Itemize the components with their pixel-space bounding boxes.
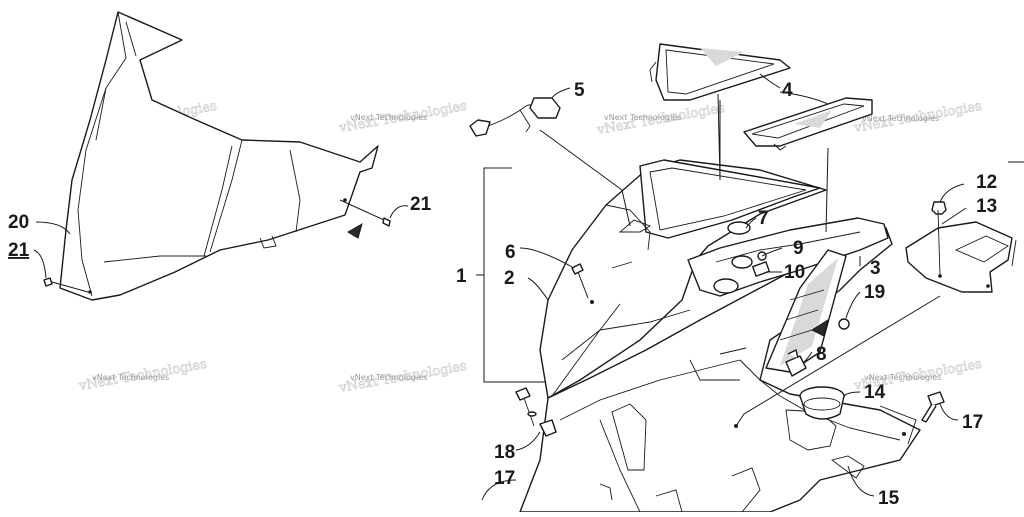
grommet-part [799, 386, 845, 420]
callout-6: 6 [505, 242, 516, 263]
callout-4: 4 [782, 80, 793, 101]
arrow-pointer-icon [810, 318, 829, 337]
callout-9: 9 [793, 238, 804, 259]
leader-lines [481, 73, 1024, 501]
callout-21-right: 21 [410, 194, 432, 215]
watermark-text: vNext Technologies [350, 373, 427, 382]
leader-line [35, 221, 71, 235]
watermark: vNext Technologies vNext Technologies [337, 98, 468, 136]
dash-panel-part [687, 217, 889, 373]
screw-part [43, 277, 89, 293]
callout-21-left: 21 [8, 240, 30, 261]
watermark: vNext Technologies vNext Technologies [337, 358, 468, 396]
callout-20: 20 [8, 212, 29, 233]
fastener-stack-part [515, 387, 557, 437]
callout-18: 18 [494, 442, 515, 463]
switch-part [785, 349, 807, 377]
watermark: vNext Technologies vNext Technologies [595, 100, 726, 138]
hole-icon [986, 284, 990, 288]
watermark-text: vNext Technologies [92, 373, 169, 382]
callout-labels: 1 2 3 4 5 6 7 8 9 10 12 13 14 15 17 17 1… [8, 80, 997, 509]
leader-line [33, 249, 47, 279]
hole-icon [88, 290, 92, 294]
callout-15: 15 [878, 488, 900, 509]
gauge-hole-icon [731, 255, 753, 269]
watermark-text: vNext Technologies [604, 113, 681, 122]
bracket-part [905, 221, 1017, 293]
callout-13: 13 [976, 196, 997, 217]
callout-1: 1 [456, 266, 467, 287]
arrow-pointer-icon [347, 222, 363, 239]
callout-10: 10 [784, 262, 805, 283]
callout-19: 19 [864, 282, 885, 303]
harness-part [469, 97, 561, 137]
hood-part [539, 159, 827, 399]
watermark-text: vNext Technologies [862, 114, 939, 123]
screw-part [571, 263, 589, 299]
windshield-part [59, 11, 379, 301]
callout-17-bottom: 17 [494, 468, 515, 489]
callout-7: 7 [758, 208, 769, 229]
gauge-hole-icon [713, 278, 739, 294]
callout-17-right: 17 [962, 412, 983, 433]
fastener-part [931, 201, 947, 277]
watermark: vNext Technologies vNext Technologies [77, 356, 208, 394]
callout-5: 5 [574, 80, 585, 101]
callout-12: 12 [976, 172, 997, 193]
callout-14: 14 [864, 382, 886, 403]
windscreen-insert-part [743, 97, 873, 151]
watermark-text: vNext Technologies [864, 373, 941, 382]
bolt-part [921, 391, 945, 423]
clip-part [752, 251, 770, 277]
hole-icon [343, 198, 347, 202]
leader-line [389, 205, 409, 219]
callout-8: 8 [816, 344, 827, 365]
watermark-text: vNext Technologies [350, 113, 427, 122]
hole-icon [590, 300, 594, 304]
callout-2: 2 [504, 268, 515, 289]
group-bracket [483, 167, 548, 383]
nut-part [838, 318, 850, 330]
windscreen-insert-part [649, 43, 791, 101]
callout-3: 3 [870, 258, 881, 279]
hole-icon [902, 432, 906, 436]
screw-part [339, 199, 391, 227]
grommet-part [727, 221, 751, 235]
